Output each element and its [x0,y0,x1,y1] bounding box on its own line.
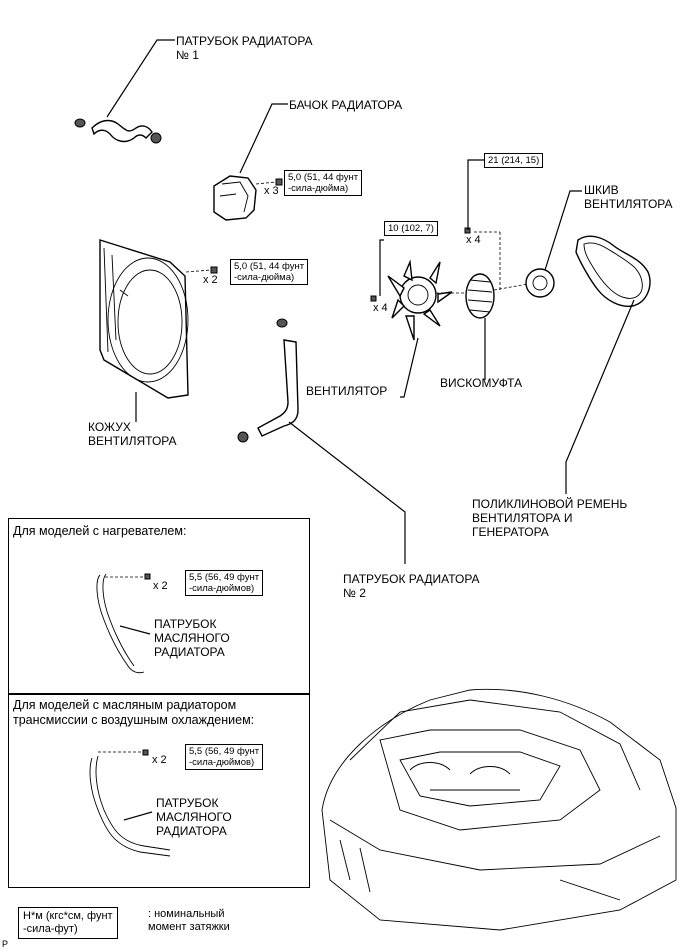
torque-aircooled-bolts: 5,5 (56, 49 фунт -сила-дюймов) [185,744,264,770]
panel-heater-title: Для моделей с нагревателем: [13,524,187,538]
corner-mark: P [2,939,9,949]
legend-text: : номинальный момент затяжки [148,908,230,933]
label-oil-cooler-hose-aircooled: ПАТРУБОК МАСЛЯНОГО РАДИАТОРА [156,796,232,838]
leader-oil-cooler-aircooled [123,811,153,821]
leader-fan-pulley [544,190,582,271]
leader-fan [400,337,419,398]
engine-bay-illustration [321,688,677,931]
legend-torque-box: Н*м (кгс*см, фунт -сила-фут) [18,907,118,939]
torque-coupling-bolts: 21 (214, 15) [484,153,544,168]
label-radiator-tank: БАЧОК РАДИАТОРА [289,98,403,112]
qty-tank-bolts: x 3 [264,185,279,197]
label-oil-cooler-hose-heater: ПАТРУБОК МАСЛЯНОГО РАДИАТОРА [154,617,230,659]
panel-heater-models [8,518,310,695]
oil-cooler-hose-heater-drawing [96,573,151,674]
fan-drawing [370,259,453,341]
qty-shroud-bolts: x 2 [203,274,218,286]
qty-coupling-bolts: x 4 [466,234,481,246]
torque-heater-bolts: 5,5 (56, 49 фунт -сила-дюймов) [185,570,264,596]
panel-aircooled-models [8,693,310,888]
torque-tank-bolts: 5,0 (51, 44 фунт -сила-дюйма) [284,170,363,196]
fan-shroud-drawing [99,239,218,399]
label-radiator-hose-2: ПАТРУБОК РАДИАТОРА № 2 [343,572,480,600]
label-v-ribbed-belt: ПОЛИКЛИНОВОЙ РЕМЕНЬ ВЕНТИЛЯТОРА И ГЕНЕРА… [472,497,628,539]
leader-radiator-hose-1 [106,39,175,118]
leader-coupling-bolts [467,159,484,230]
leader-v-belt [565,299,635,494]
label-fluid-coupling: ВИСКОМУФТА [440,376,523,390]
radiator-hose-1-drawing [74,118,162,144]
panel-aircooled-title: Для моделей с масляным радиатором трансм… [13,698,255,727]
qty-aircooled-bolts: x 2 [152,754,167,766]
oil-cooler-hose-aircooled-drawing [89,749,171,857]
label-fan-pulley: ШКИВ ВЕНТИЛЯТОРА [584,183,673,211]
qty-fan-nuts: x 4 [373,302,388,314]
fan-pulley-drawing [525,268,555,298]
v-ribbed-belt-drawing [575,235,651,307]
label-radiator-hose-1: ПАТРУБОК РАДИАТОРА № 1 [176,34,313,62]
radiator-hose-2-drawing [237,318,299,443]
leader-radiator-tank [239,103,288,174]
leader-oil-cooler-heater [119,625,151,635]
label-fan: ВЕНТИЛЯТОР [306,384,388,398]
label-fan-shroud: КОЖУХ ВЕНТИЛЯТОРА [88,420,177,448]
leader-fan-nuts [379,239,384,296]
torque-fan-nuts: 10 (102, 7) [384,221,438,236]
leader-radiator-hose-2 [288,421,406,564]
torque-shroud-bolts: 5,0 (51, 44 фунт -сила-дюйма) [230,259,309,285]
qty-heater-bolts: x 2 [153,580,168,592]
